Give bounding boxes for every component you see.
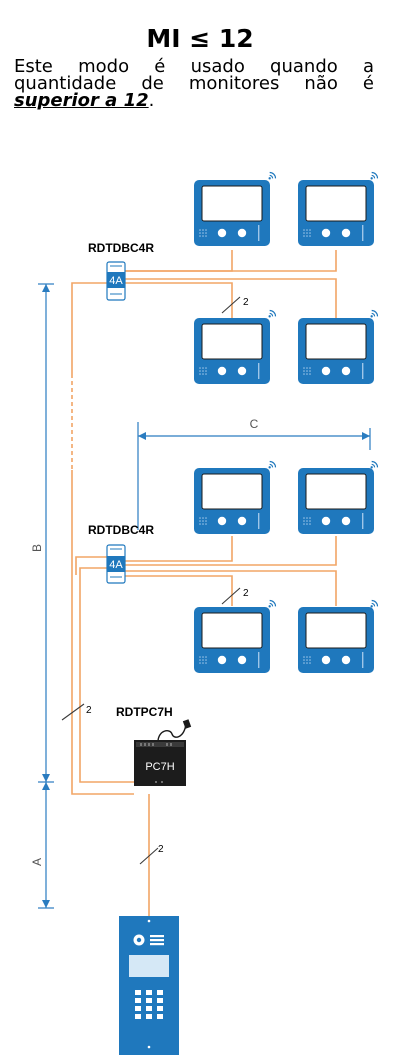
monitor xyxy=(298,309,379,384)
keypad-icon xyxy=(135,990,163,1019)
wires xyxy=(71,250,337,916)
wire-count-label: 2 xyxy=(243,297,249,308)
wire-count-label: 2 xyxy=(243,588,249,599)
monitor xyxy=(194,171,277,246)
intro-text: Este modo é usado quando a quantidade de… xyxy=(14,56,374,94)
intro-paragraph: Este modo é usado quando a quantidade de… xyxy=(14,56,374,111)
monitor xyxy=(194,309,277,384)
door-panel xyxy=(119,916,179,1055)
distributor-bottom: 4A xyxy=(106,544,126,584)
wire-count-label: 2 xyxy=(86,705,92,716)
dimension-lines xyxy=(38,283,371,909)
monitor xyxy=(298,599,379,673)
intro-emphasis: superior a 12 xyxy=(14,90,149,111)
distributor-label-bottom: RDTDBC4R xyxy=(88,523,154,537)
dimension-label-c: C xyxy=(250,417,259,431)
distributor-badge: 4A xyxy=(109,275,123,287)
dimension-label-a: A xyxy=(30,858,44,866)
wire-count-label: 2 xyxy=(158,844,164,855)
monitor xyxy=(194,599,277,673)
intro-end: . xyxy=(148,90,155,111)
power-supply-label: RDTPC7H xyxy=(116,705,173,719)
power-supply: PC7H xyxy=(134,719,192,786)
distributor-label-top: RDTDBC4R xyxy=(88,241,154,255)
distributor-top: 4A xyxy=(106,261,126,301)
monitor xyxy=(194,460,277,534)
page-title: MI ≤ 12 xyxy=(146,24,254,53)
power-supply-badge: PC7H xyxy=(145,761,174,773)
monitor xyxy=(298,460,379,534)
distributor-badge: 4A xyxy=(109,559,123,571)
monitor xyxy=(298,171,379,246)
dimension-label-b: B xyxy=(30,544,44,552)
